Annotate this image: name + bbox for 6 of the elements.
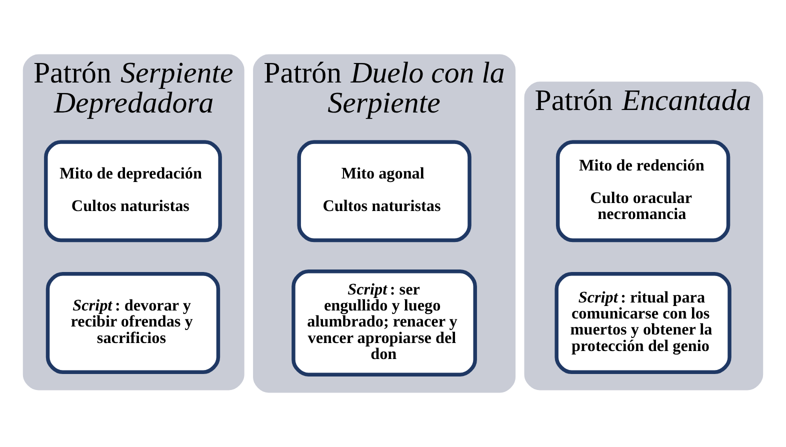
node-box: Script: ritual para comunicarse con los muertos y obtener la protección del genio — [554, 272, 732, 374]
node-box: Mito agonal Cultos naturistas — [297, 140, 472, 242]
node-box: Mito de redención Culto oracular necromancia — [556, 140, 730, 242]
node-box: Script: devorar y recibir ofrendas y sacrificios — [46, 272, 220, 374]
node-box: Script: ser engullido y luego alumbrado; renacer y vencer apropiarse del don — [292, 270, 477, 377]
node-box: Mito de depredación Cultos naturistas — [44, 140, 222, 242]
